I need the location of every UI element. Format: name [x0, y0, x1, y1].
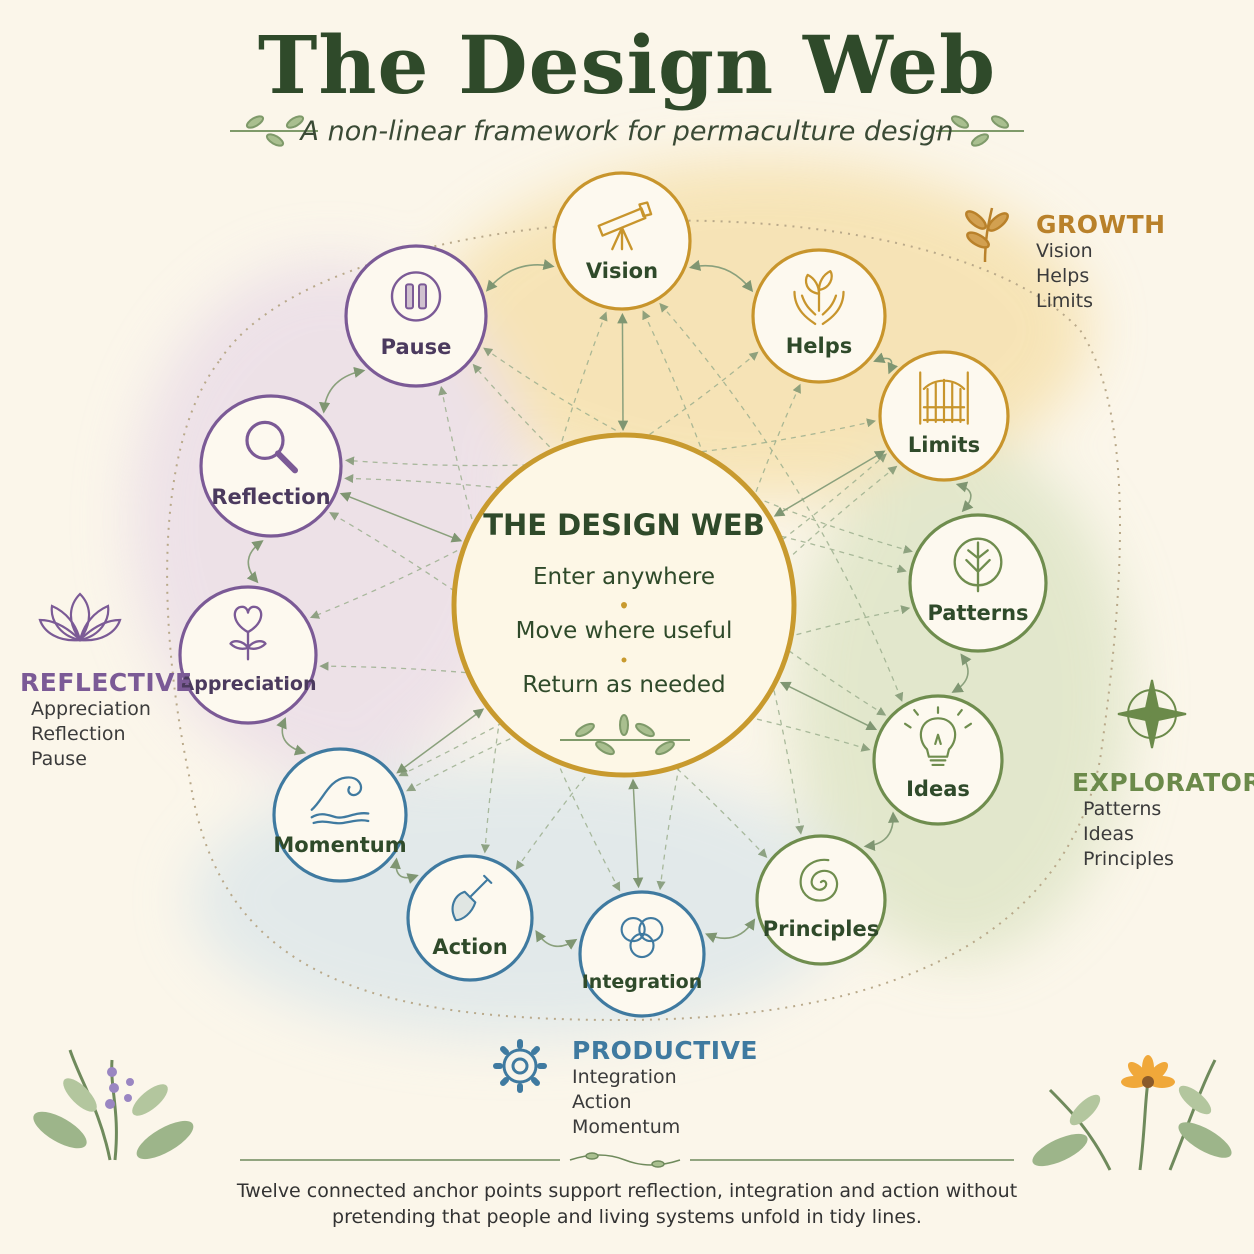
group-item: Reflection: [31, 723, 126, 745]
node-label-reflection: Reflection: [211, 485, 331, 509]
neighbor-link: [951, 653, 972, 693]
node-helps: [751, 248, 887, 384]
neighbor-link: [535, 930, 578, 950]
node-label-ideas: Ideas: [906, 777, 970, 802]
node-label-appreciation: Appreciation: [179, 673, 317, 696]
pause-icon: [390, 271, 442, 322]
heart-sprout-icon: [229, 605, 267, 661]
group-item: Pause: [31, 748, 87, 770]
gate-icon: [919, 371, 969, 425]
center-link: [617, 312, 629, 432]
node-circle: [199, 394, 343, 538]
sprig-icon: [965, 207, 1009, 263]
anchor-nodes: [178, 171, 1048, 1018]
node-pause: [344, 244, 488, 388]
subtitle-sprig-left-icon: [230, 115, 318, 147]
spiral-icon: [799, 858, 839, 902]
center-bullet: [621, 657, 627, 663]
compass-icon: [1117, 679, 1187, 749]
neighbor-link: [246, 540, 264, 584]
neighbor-link: [485, 259, 555, 292]
center-title: THE DESIGN WEB: [483, 508, 765, 542]
node-momentum: [272, 747, 408, 883]
footer-divider: [240, 1152, 1014, 1168]
node-label-momentum: Momentum: [273, 832, 407, 857]
plant-right-icon: [1032, 1055, 1232, 1171]
node-circle: [406, 854, 534, 982]
lightbulb-icon: [903, 706, 973, 767]
node-label-patterns: Patterns: [927, 601, 1029, 626]
tree-icon: [953, 537, 1003, 593]
node-circle: [272, 747, 408, 883]
group-growth: GROWTH Vision Helps Limits: [1036, 210, 1166, 314]
trowel-icon: [451, 874, 493, 922]
node-circle: [344, 244, 488, 388]
node-label-pause: Pause: [380, 335, 452, 359]
plant-left-icon: [33, 1049, 194, 1161]
node-label-limits: Limits: [907, 433, 981, 458]
node-principles: [755, 834, 887, 966]
magnifier-icon: [245, 420, 298, 474]
wave-icon: [310, 776, 370, 825]
node-circle: [578, 890, 706, 1018]
neighbor-link: [688, 259, 754, 293]
node-vision: [552, 171, 692, 311]
group-reflective: REFLECTIVE Appreciation Reflection Pause: [20, 668, 193, 772]
group-item: Momentum: [572, 1116, 681, 1138]
node-action: [406, 854, 534, 982]
group-title: GROWTH: [1036, 210, 1166, 239]
center-link: [628, 778, 644, 889]
group-title: REFLECTIVE: [20, 668, 193, 697]
group-item: Vision: [1036, 240, 1093, 262]
neighbor-link: [955, 481, 974, 513]
telescope-icon: [597, 201, 653, 251]
node-limits: [878, 350, 1010, 482]
group-item: Patterns: [1083, 798, 1162, 820]
neighbor-link: [389, 857, 419, 884]
hands-seedling-icon: [793, 269, 845, 326]
group-item: Principles: [1083, 848, 1174, 870]
group-item: Integration: [572, 1066, 677, 1088]
group-title: EXPLORATORY: [1072, 768, 1254, 797]
node-reflection: [199, 394, 343, 538]
page-title: The Design Web: [257, 18, 997, 112]
group-exploratory: EXPLORATORY Patterns Ideas Principles: [1072, 768, 1254, 872]
center-link: [339, 492, 463, 543]
group-item: Action: [572, 1091, 632, 1113]
node-label-action: Action: [432, 934, 508, 959]
center-line-return: Return as needed: [522, 672, 726, 698]
node-label-principles: Principles: [762, 917, 880, 942]
node-label-vision: Vision: [585, 259, 659, 284]
group-title: PRODUCTIVE: [572, 1036, 759, 1065]
center-sprig-icon: [560, 714, 690, 756]
center-link: [779, 681, 878, 731]
node-ideas: [872, 694, 1004, 826]
group-item: Appreciation: [31, 698, 151, 720]
center-line-move: Move where useful: [515, 618, 733, 644]
lotus-icon: [38, 592, 122, 642]
group-productive: PRODUCTIVE Integration Action Momentum: [572, 1036, 758, 1140]
group-item: Helps: [1036, 265, 1090, 287]
node-patterns: [908, 513, 1048, 653]
gear-icon: [493, 1039, 547, 1093]
center-link: [396, 708, 485, 774]
center-link: [773, 450, 886, 517]
node-label-helps: Helps: [785, 333, 853, 358]
footer-caption: Twelve connected anchor points support r…: [236, 1180, 1018, 1228]
node-label-integration: Integration: [581, 970, 703, 993]
neighbor-link: [705, 918, 756, 943]
node-integration: [578, 890, 706, 1018]
center-line-enter: Enter anywhere: [533, 564, 715, 590]
neighbor-link: [276, 717, 307, 756]
knot-icon: [620, 916, 664, 959]
subtitle-sprig-right-icon: [936, 115, 1024, 147]
node-appreciation: [178, 585, 318, 725]
page-subtitle: A non-linear framework for permaculture …: [300, 116, 954, 147]
node-circle: [751, 248, 887, 384]
group-item: Ideas: [1083, 823, 1134, 845]
center-bullet: [621, 603, 627, 609]
group-item: Limits: [1036, 290, 1093, 312]
